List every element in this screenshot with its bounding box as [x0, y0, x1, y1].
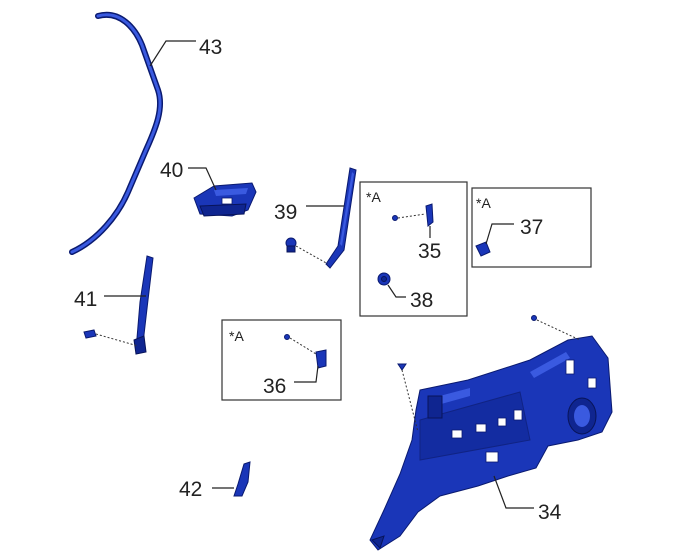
part-37-clip: [475, 241, 491, 257]
dash-39: [295, 245, 329, 265]
clip-39: [285, 237, 297, 253]
part-40-cover: [193, 182, 257, 217]
leader-34: [493, 475, 534, 509]
leader-37: [485, 223, 514, 245]
dash-41: [95, 333, 139, 347]
dash-35: [397, 213, 426, 219]
part-43-weatherstrip: [69, 11, 164, 255]
callout-38: 38: [410, 289, 433, 312]
callout-39: 39: [274, 201, 297, 224]
part-38-clip: [377, 272, 391, 286]
callout-41: 41: [74, 288, 97, 311]
dash-34-right: [536, 319, 581, 341]
callout-35: 35: [418, 240, 441, 263]
callout-43: 43: [199, 36, 222, 59]
callout-42: 42: [179, 478, 202, 501]
detail-box-1: [359, 181, 468, 317]
part-42-bracket: [233, 461, 251, 497]
detail-box-1-code: *A: [366, 189, 381, 205]
detail-box-3-code: *A: [229, 328, 244, 344]
part-41-garnish: [133, 255, 154, 355]
leader-38: [387, 284, 406, 298]
callout-34: 34: [538, 501, 562, 524]
callout-40: 40: [160, 159, 183, 182]
detail-box-2-code: *A: [476, 195, 491, 211]
part-36-clip: [284, 334, 327, 369]
dash-36: [289, 337, 317, 355]
dash-34-left: [401, 369, 419, 433]
clip-34-top: [397, 315, 537, 371]
clip-41: [83, 329, 97, 339]
detail-box-3: [221, 319, 342, 401]
part-35-clip: [392, 203, 434, 227]
detail-box-2: [471, 187, 592, 268]
leader-40: [188, 167, 217, 191]
callout-36: 36: [263, 375, 286, 398]
callout-37: 37: [520, 216, 543, 239]
leader-43: [149, 40, 196, 67]
leader-36: [294, 365, 319, 383]
part-39-garnish: [325, 167, 357, 269]
part-34-quarter-trim: [369, 335, 613, 551]
